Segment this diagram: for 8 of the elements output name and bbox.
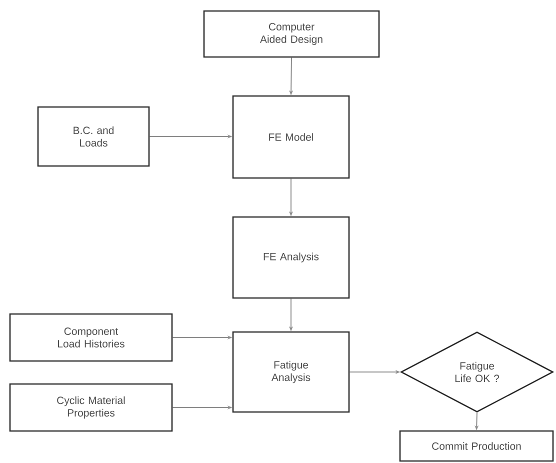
process-box: B.C. and Loads <box>37 106 150 167</box>
process-box: FE Analysis <box>232 216 350 299</box>
process-box: FE Model <box>232 95 350 179</box>
process-box: Commit Production <box>399 430 554 462</box>
process-box: Component Load Histories <box>9 313 173 362</box>
process-box: Fatigue Analysis <box>232 331 350 413</box>
process-box: Computer Aided Design <box>203 10 380 58</box>
process-box: Cyclic Material Properties <box>9 383 173 432</box>
